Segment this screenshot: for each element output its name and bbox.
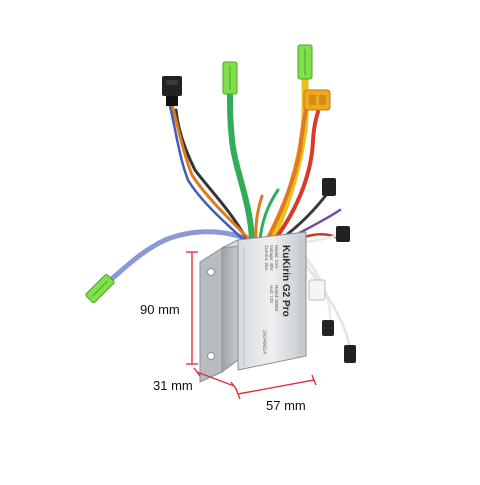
depth-dimension-line xyxy=(196,371,235,387)
controller-housing xyxy=(199,231,307,383)
wire-right-5 xyxy=(254,194,264,242)
serial-text: 20240814 xyxy=(261,330,267,354)
red-wire xyxy=(274,110,320,240)
green-wire xyxy=(227,89,255,243)
serial-group: 20240814 xyxy=(261,330,267,354)
housing-front xyxy=(237,231,307,371)
black-plug-right-4 xyxy=(344,345,356,363)
dimension-lines xyxy=(186,251,317,400)
spec-line-2: Voltage: 48V xyxy=(269,245,274,271)
blue-thin-wire-left xyxy=(168,104,246,242)
wire-right-4 xyxy=(258,188,280,242)
housing-label-group: KuKirin G2 Pro Model: XXX Voltage: 48V C… xyxy=(264,245,291,317)
height-dimension-label: 90 mm xyxy=(140,302,180,317)
connectors xyxy=(85,44,356,363)
orange-wire-top xyxy=(266,108,308,240)
width-dimension-line xyxy=(237,379,315,395)
width-dimension-label: 57 mm xyxy=(266,398,306,413)
xt-power-connector xyxy=(303,89,331,111)
black-plug-top-left xyxy=(162,76,182,106)
depth-dimension-label: 31 mm xyxy=(153,378,193,393)
spec-line-4: Rated: 500W xyxy=(274,285,279,312)
spec-line-1: Model: XXX xyxy=(274,245,279,269)
brand-text: KuKirin G2 Pro xyxy=(280,245,291,317)
white-plug-right xyxy=(308,279,326,301)
spec-line-3: Current: 25A xyxy=(264,245,269,271)
orange-wire-left xyxy=(170,102,250,240)
lime-connector-right xyxy=(297,44,313,80)
housing-side xyxy=(221,239,239,373)
lime-connector-mid xyxy=(222,61,238,95)
black-plug-right-3 xyxy=(322,320,334,336)
black-plug-right-1 xyxy=(322,178,336,196)
black-plug-right-2 xyxy=(336,226,350,242)
lime-connector-left xyxy=(85,274,115,304)
spec-line-5: Hall: 120 xyxy=(269,285,274,303)
blue-wire xyxy=(105,229,253,285)
